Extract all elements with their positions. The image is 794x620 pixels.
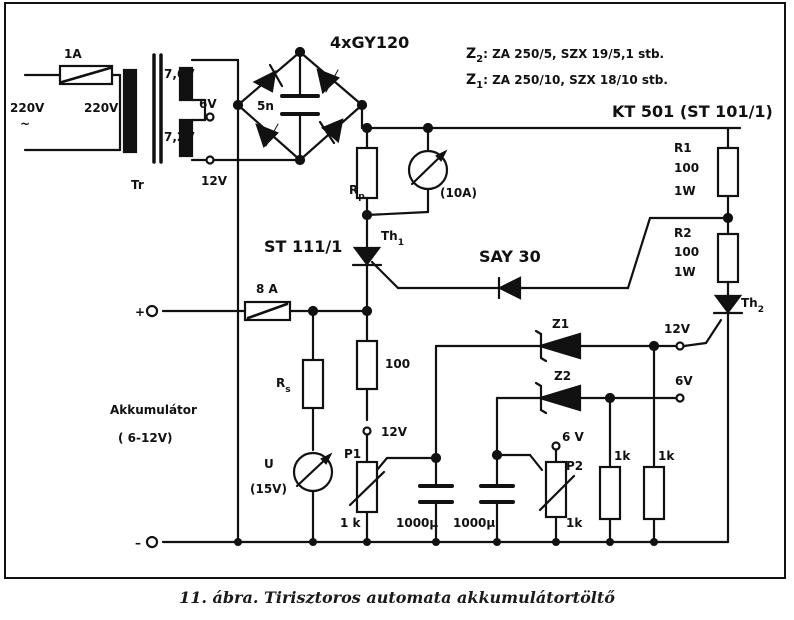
r1k-left: [598, 396, 622, 544]
label-plus: +: [135, 305, 145, 319]
label-voltmeter-range: (15V): [250, 482, 287, 496]
label-p1-val: 1 k: [340, 516, 362, 530]
label-r1: R1: [674, 141, 692, 155]
label-r1-val: 100: [674, 161, 699, 175]
p2-potentiometer: [495, 448, 576, 544]
label-th1-type: ST 111/1: [264, 237, 342, 256]
label-r2-val: 100: [674, 245, 699, 259]
label-sel-6v: 6V: [675, 374, 693, 388]
say30-diode: [396, 216, 730, 300]
label-fuse-8a: 8 A: [256, 282, 279, 296]
label-bridge-cap: 5n: [257, 99, 274, 113]
r1k-right: [642, 344, 666, 544]
label-r1-w: 1W: [674, 184, 696, 198]
label-c1: 1000µ: [396, 516, 438, 530]
p1-12v-terminal: [362, 426, 372, 436]
c1-capacitor: [418, 484, 454, 544]
plus-output: [145, 304, 369, 318]
ammeter-10a: [365, 126, 449, 217]
label-transformer: Tr: [131, 178, 144, 192]
negative-bus: [145, 103, 730, 549]
figure-border: [4, 2, 786, 579]
label-ammeter: (10A): [440, 186, 477, 200]
label-p2-val: 1k: [566, 516, 583, 530]
r100-resistor: [355, 339, 379, 422]
label-rs: Rs: [276, 376, 291, 395]
fuse-1a: [58, 64, 114, 86]
label-sel-12v: 12V: [664, 322, 691, 336]
label-p1: P1: [344, 447, 361, 461]
label-c2: 1000µ: [453, 516, 495, 530]
label-p2: P2: [566, 459, 583, 473]
label-thy-driver: KT 501 (ST 101/1): [612, 102, 773, 121]
label-bridge: 4xGY120: [330, 33, 409, 52]
label-battery-range: ( 6-12V): [118, 431, 172, 445]
label-say30: SAY 30: [479, 247, 541, 266]
label-fuse-1a: 1A: [64, 47, 82, 61]
th2-thyristor: [704, 294, 744, 544]
label-rp: Rp: [349, 183, 365, 202]
bridge-rectifier: [236, 50, 364, 162]
label-r2-w: 1W: [674, 265, 696, 279]
label-mains-v: 220V: [10, 101, 45, 115]
label-p1-12v: 12V: [381, 425, 408, 439]
label-r1k-left: 1k: [614, 449, 631, 463]
tap-6v-terminal: [205, 112, 215, 122]
label-th1: Th1: [381, 229, 404, 248]
r2-resistor: [716, 232, 740, 298]
label-z1-note: Z1: ZA 250/10, SZX 18/10 stb.: [466, 72, 668, 91]
sel-6v-terminal: [675, 393, 685, 403]
label-minus: –: [135, 536, 141, 550]
z2-zener: [495, 381, 678, 486]
label-th2: Th2: [741, 296, 764, 315]
c2-capacitor: [479, 484, 515, 544]
label-z2-note: Z2: ZA 250/5, SZX 19/5,1 stb.: [466, 46, 664, 65]
fuse-8a: [243, 300, 292, 322]
label-battery: Akkumulátor: [110, 403, 197, 417]
label-tap-6v: 6V: [199, 97, 217, 111]
p2-6v-terminal: [551, 441, 561, 451]
th1-thyristor: [351, 246, 400, 343]
label-voltmeter: U: [264, 457, 274, 471]
label-tap-12v: 12V: [201, 174, 228, 188]
rs-resistor: [301, 309, 325, 452]
z1-zener: [434, 329, 678, 486]
voltmeter-u: [292, 451, 334, 544]
p1-potentiometer: [348, 433, 438, 544]
mains-input: [23, 73, 122, 152]
label-z2: Z2: [554, 369, 571, 383]
label-primary-v: 220V: [84, 101, 119, 115]
label-z1: Z1: [552, 317, 569, 331]
label-mains-tilde: ~: [20, 117, 30, 131]
tap-12v-terminal: [205, 155, 215, 165]
figure-caption: 11. ábra. Tirisztoros automata akkumulát…: [179, 588, 615, 607]
label-r100: 100: [385, 357, 410, 371]
sel-12v-terminal: [675, 341, 685, 351]
label-p2-6v: 6 V: [562, 430, 585, 444]
label-r1k-right: 1k: [658, 449, 675, 463]
label-r2: R2: [674, 226, 692, 240]
label-sec-a: 7,6V: [164, 67, 195, 81]
label-sec-b: 7,2V: [164, 130, 195, 144]
transformer-tr: [122, 53, 302, 164]
